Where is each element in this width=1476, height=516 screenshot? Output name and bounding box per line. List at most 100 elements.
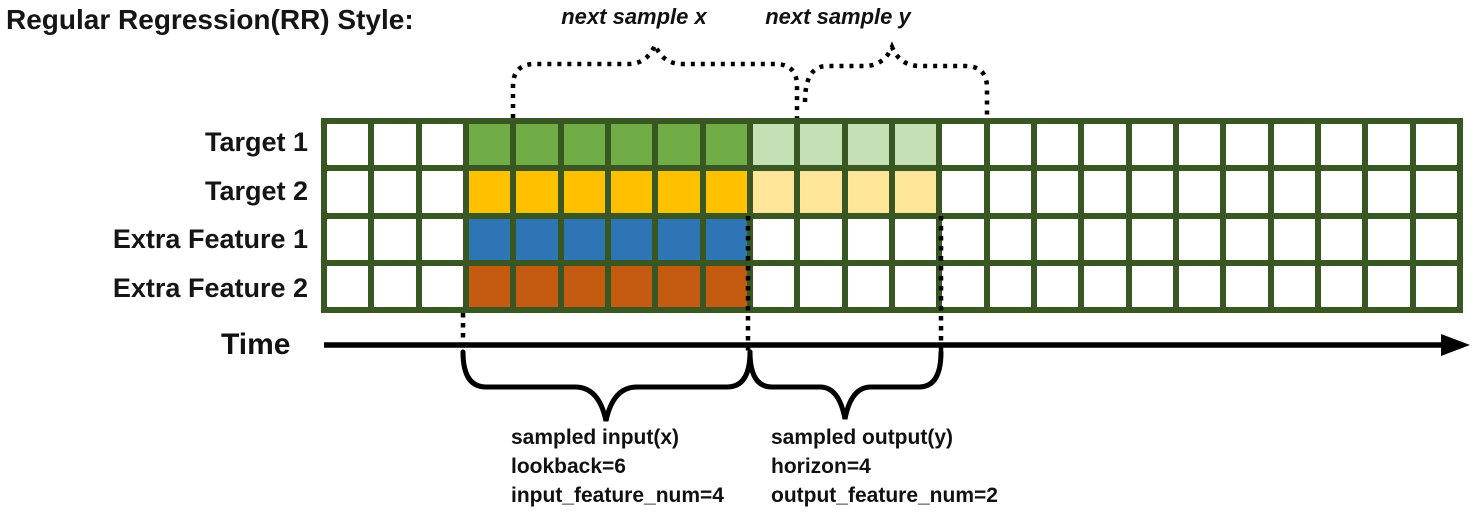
grid-cell-empty (1084, 218, 1126, 260)
grid-cell-input (563, 171, 605, 213)
grid-cell-empty (327, 124, 369, 166)
grid-cell-empty (374, 124, 416, 166)
output-annotation-line: sampled output(y) (771, 426, 953, 449)
grid-cell-empty (421, 124, 463, 166)
sampled-input-brace-icon (460, 349, 753, 422)
grid-cell-input (705, 124, 747, 166)
grid-cell-input (563, 124, 605, 166)
grid-cell-empty (374, 218, 416, 260)
output-annotation-line: output_feature_num=2 (771, 484, 998, 507)
grid-cell-empty (894, 265, 937, 307)
grid-cell-input (610, 218, 653, 260)
grid-cell-empty (1273, 218, 1315, 260)
grid-cell-empty (374, 171, 416, 213)
output-annotation-line: horizon=4 (771, 455, 871, 478)
grid-cell-empty (1320, 265, 1363, 307)
grid-cell-empty (1368, 265, 1410, 307)
row-label: Extra Feature 1 (112, 224, 308, 255)
grid-cell-empty (894, 218, 937, 260)
grid-cell-input (516, 171, 558, 213)
grid-cell-empty (989, 171, 1031, 213)
time-axis-label: Time (221, 328, 291, 361)
output-annotation: sampled output(y) horizon=4 output_featu… (771, 423, 998, 510)
grid-row (327, 218, 1457, 260)
grid-cell-empty (942, 218, 984, 260)
grid-cell-output (847, 171, 889, 213)
grid-cell-input (468, 218, 511, 260)
grid-cell-empty (1415, 171, 1457, 213)
grid-cell-empty (1131, 171, 1173, 213)
grid-cell-output (800, 124, 842, 166)
grid-cell-input (658, 265, 700, 307)
grid-cell-input (468, 265, 511, 307)
grid-cell-empty (1178, 265, 1221, 307)
grid-cell-empty (1084, 124, 1126, 166)
grid-cell-empty (1273, 171, 1315, 213)
grid-cell-empty (1320, 171, 1363, 213)
grid-cell-input (516, 218, 558, 260)
grid-cell-empty (1320, 124, 1363, 166)
grid-cell-empty (1036, 265, 1079, 307)
grid-cell-empty (421, 265, 463, 307)
grid-cell-empty (989, 218, 1031, 260)
grid-cell-empty (1368, 124, 1410, 166)
grid-cell-empty (421, 218, 463, 260)
grid-cell-output (752, 171, 795, 213)
input-annotation-line: input_feature_num=4 (511, 484, 724, 507)
next-sample-x-label: next sample x (561, 4, 707, 29)
grid-cell-empty (1320, 218, 1363, 260)
grid-row (327, 265, 1457, 307)
sampled-output-brace-icon (747, 349, 944, 420)
grid-cell-input (705, 171, 747, 213)
grid-cell-empty (942, 124, 984, 166)
grid-cell-empty (1273, 124, 1315, 166)
grid-cell-empty (1178, 218, 1221, 260)
grid-cell-empty (1273, 265, 1315, 307)
grid-cell-empty (1415, 218, 1457, 260)
grid-cell-input (610, 265, 653, 307)
grid-row (327, 124, 1457, 166)
grid-cell-empty (1036, 124, 1079, 166)
next-sample-y-brace-icon (802, 41, 990, 118)
input-annotation-line: sampled input(x) (511, 426, 680, 449)
grid-cell-input (468, 171, 511, 213)
grid-cell-empty (1226, 171, 1268, 213)
grid-cell-empty (421, 171, 463, 213)
grid-cell-empty (1036, 218, 1079, 260)
grid-cell-empty (1131, 124, 1173, 166)
grid-cell-empty (374, 265, 416, 307)
grid-cell-empty (1226, 265, 1268, 307)
grid-cell-empty (800, 218, 842, 260)
grid-cell-empty (327, 265, 369, 307)
grid-cell-input (563, 218, 605, 260)
grid-cell-empty (1368, 218, 1410, 260)
grid-cell-empty (752, 218, 795, 260)
grid-cell-empty (989, 265, 1031, 307)
grid-cell-empty (752, 265, 795, 307)
grid-cell-input (658, 218, 700, 260)
grid-cell-input (610, 171, 653, 213)
grid-cell-empty (327, 218, 369, 260)
grid-cell-empty (1415, 124, 1457, 166)
grid-cell-empty (1131, 218, 1173, 260)
grid-cell-empty (1368, 171, 1410, 213)
grid-cell-input (468, 124, 511, 166)
grid-cell-input (705, 218, 747, 260)
grid-cell-output (894, 124, 937, 166)
sample-grid (321, 118, 1463, 313)
grid-cell-input (658, 124, 700, 166)
next-sample-y-label: next sample y (765, 4, 911, 29)
row-label: Target 2 (204, 175, 308, 206)
grid-cell-input (516, 124, 558, 166)
grid-cell-output (752, 124, 795, 166)
row-label: Target 1 (204, 126, 308, 157)
grid-cell-empty (800, 265, 842, 307)
grid-cell-empty (1036, 171, 1079, 213)
grid-cell-output (894, 171, 937, 213)
grid-cell-empty (989, 124, 1031, 166)
grid-cell-input (658, 171, 700, 213)
grid-cell-input (705, 265, 747, 307)
grid-cell-empty (847, 265, 889, 307)
grid-cell-empty (1415, 265, 1457, 307)
